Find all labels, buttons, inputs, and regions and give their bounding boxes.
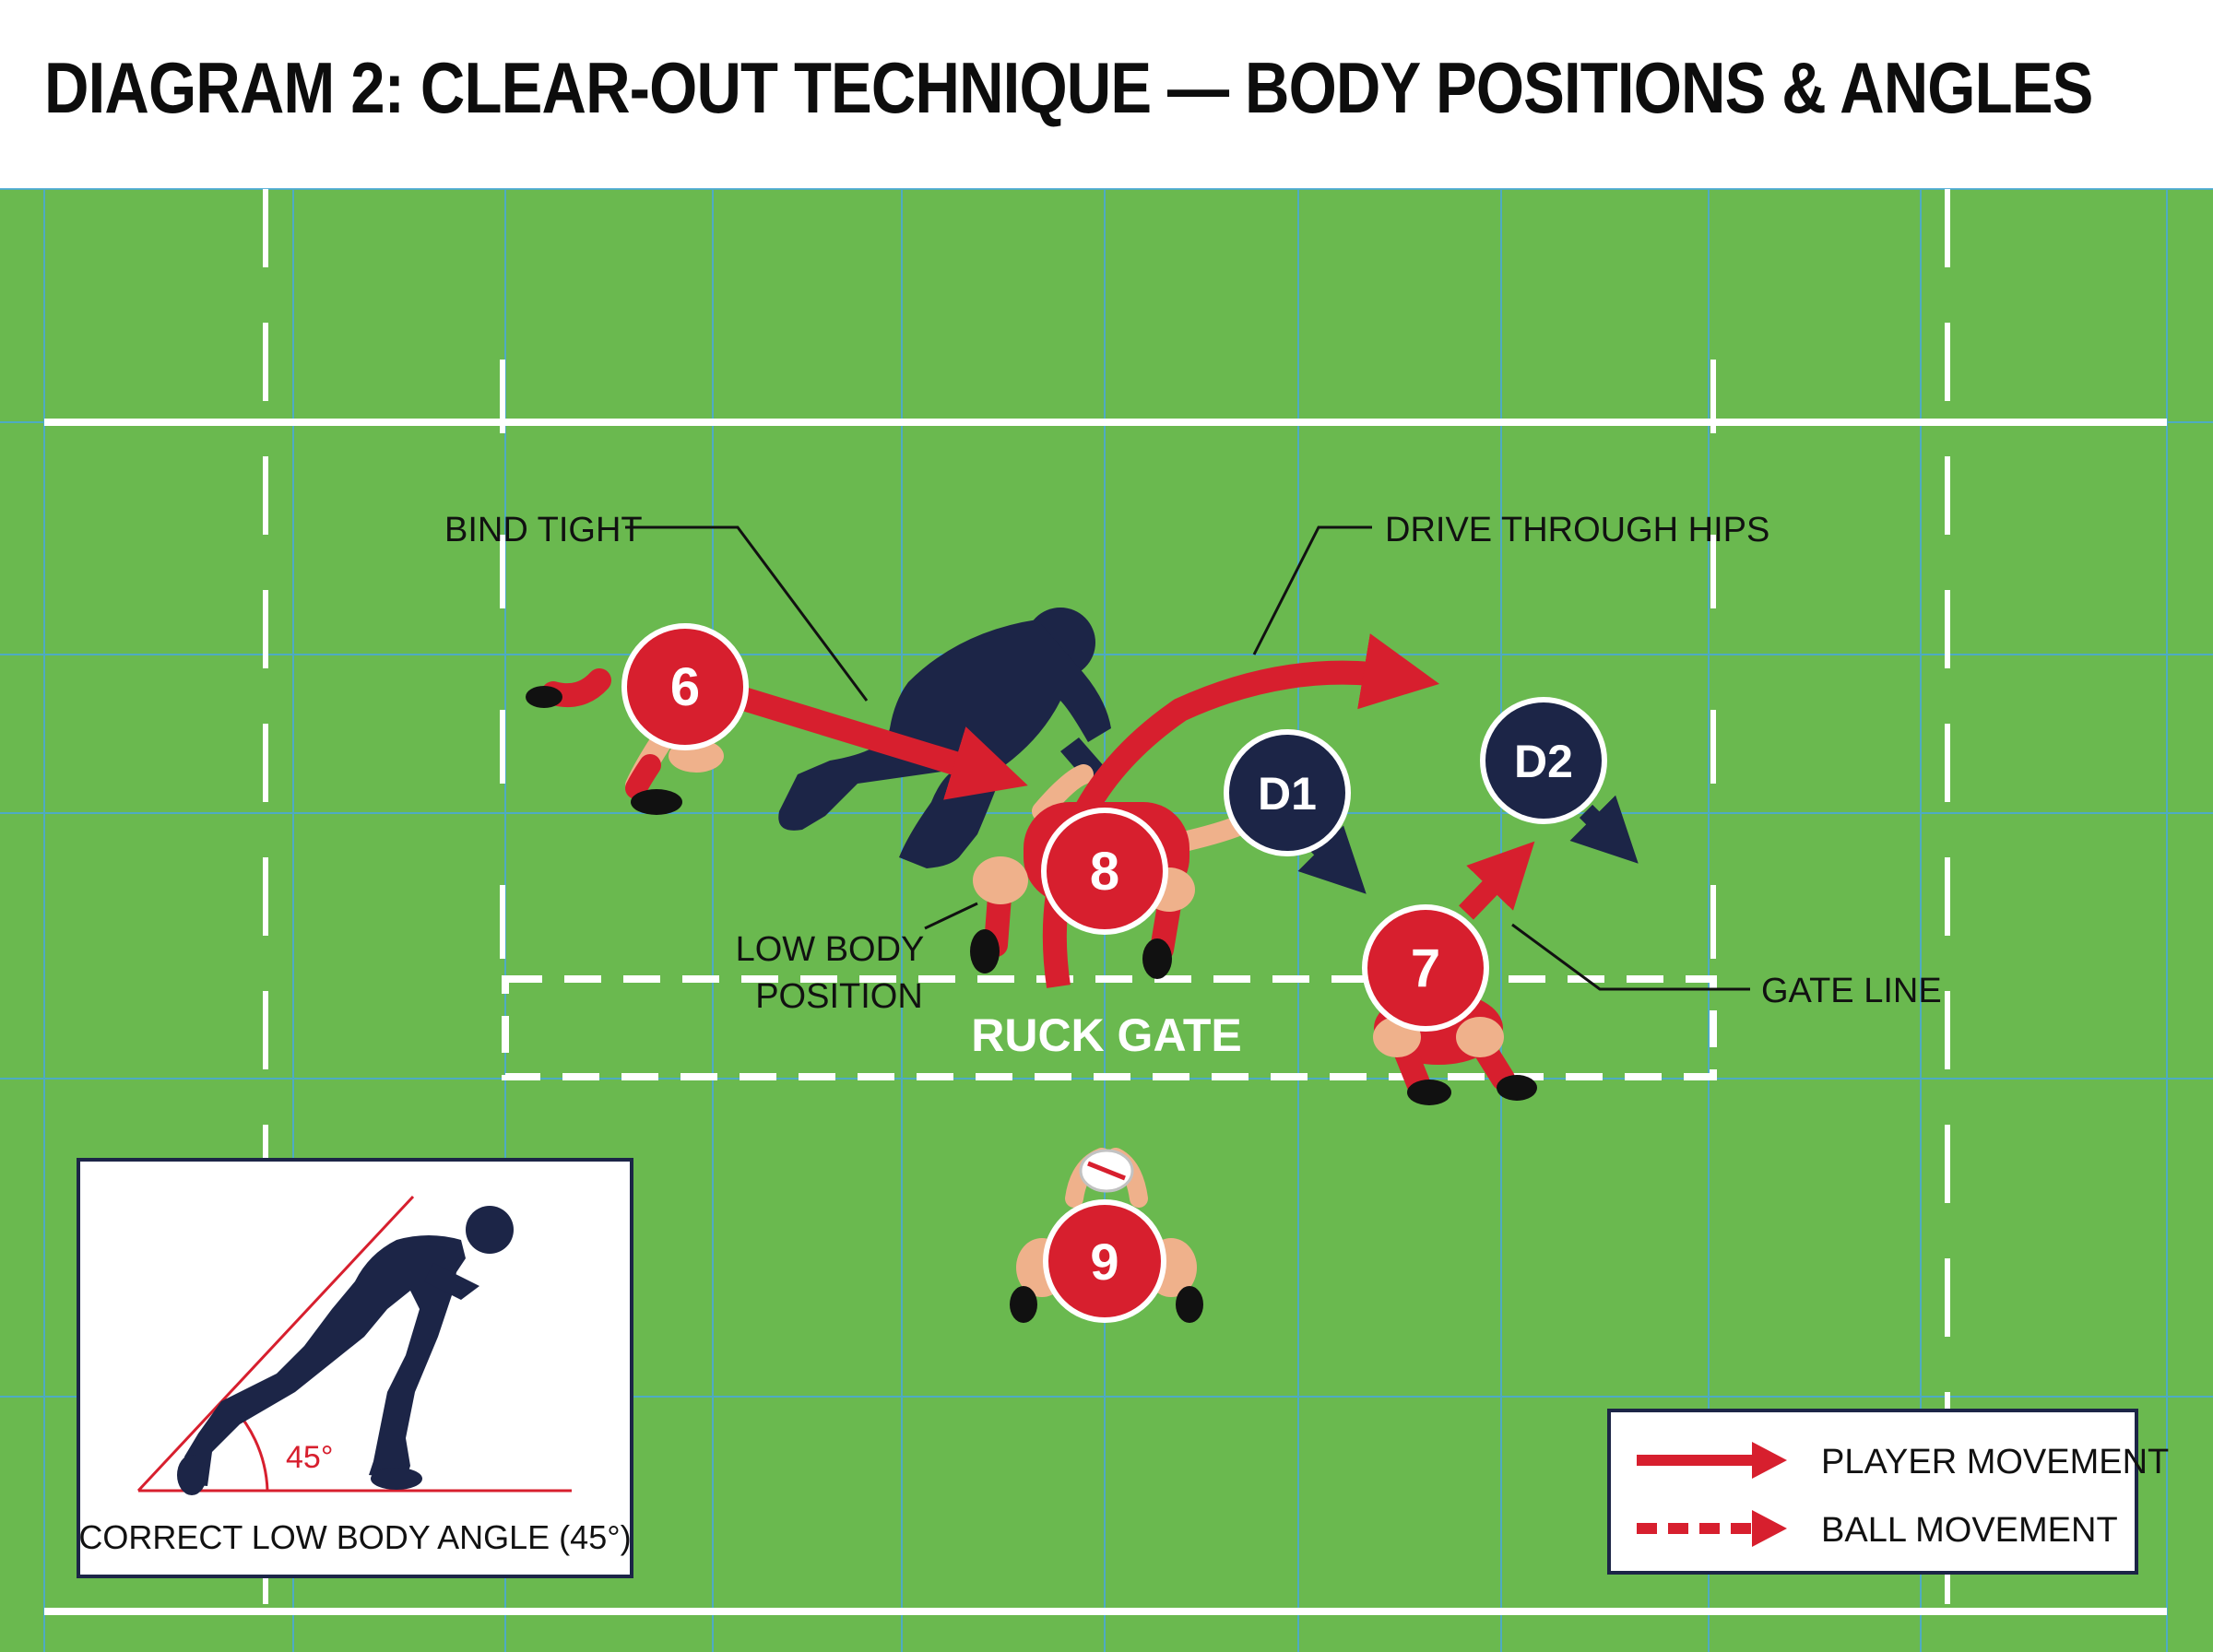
player-9-body xyxy=(1010,1148,1203,1323)
callout-low-body-line2: POSITION xyxy=(755,977,923,1016)
inset-angle-label: 45° xyxy=(286,1440,333,1475)
player-label-d2: D2 xyxy=(1514,736,1573,787)
body-angle-inset: 45° CORRECT LOW BODY ANGLE (45°) xyxy=(77,1158,633,1578)
arrow-6-drive xyxy=(725,682,1028,800)
player-token-d1[interactable]: D1 xyxy=(1224,729,1351,856)
inset-caption: CORRECT LOW BODY ANGLE (45°) xyxy=(78,1518,631,1556)
player-number-9: 9 xyxy=(1090,1233,1118,1291)
arrow-d2-move xyxy=(1569,795,1639,864)
player-label-d1: D1 xyxy=(1258,768,1317,820)
callout-gate-line: GATE LINE xyxy=(1761,972,1942,1010)
runner-silhouette xyxy=(177,1206,514,1495)
legend-player-movement-label: PLAYER MOVEMENT xyxy=(1821,1443,2169,1481)
legend-ball-movement-swatch xyxy=(1637,1510,1787,1547)
legend-player-movement-swatch xyxy=(1637,1442,1787,1479)
ruck-gate-label: RUCK GATE xyxy=(971,1009,1242,1061)
pitch-markings xyxy=(44,189,2167,1652)
callout-low-body-line1: LOW BODY xyxy=(736,930,925,969)
player-token-8[interactable]: 8 xyxy=(1041,808,1168,935)
inset-frame xyxy=(77,1158,633,1578)
callout-drive-through-hips: DRIVE THROUGH HIPS xyxy=(1385,511,1769,549)
callout-lines xyxy=(625,525,1750,991)
callout-bind-tight: BIND TIGHT xyxy=(444,511,643,549)
arrow-7-move xyxy=(1459,841,1535,920)
player-number-7: 7 xyxy=(1411,938,1440,998)
ruck-gate-box xyxy=(502,975,1717,1080)
player-token-d2[interactable]: D2 xyxy=(1480,697,1607,824)
legend: PLAYER MOVEMENT BALL MOVEMENT xyxy=(1607,1409,2169,1575)
title-band: DIAGRAM 2: CLEAR-OUT TECHNIQUE — BODY PO… xyxy=(0,0,2213,189)
legend-frame xyxy=(1607,1409,2138,1575)
diagram-title: DIAGRAM 2: CLEAR-OUT TECHNIQUE — BODY PO… xyxy=(44,47,2093,128)
player-number-8: 8 xyxy=(1090,842,1119,902)
player-token-7[interactable]: 7 xyxy=(1362,904,1489,1032)
player-token-6[interactable]: 6 xyxy=(621,623,749,750)
player-token-9[interactable]: 9 xyxy=(1043,1199,1166,1323)
player-number-6: 6 xyxy=(670,657,700,717)
legend-ball-movement-label: BALL MOVEMENT xyxy=(1821,1511,2118,1550)
